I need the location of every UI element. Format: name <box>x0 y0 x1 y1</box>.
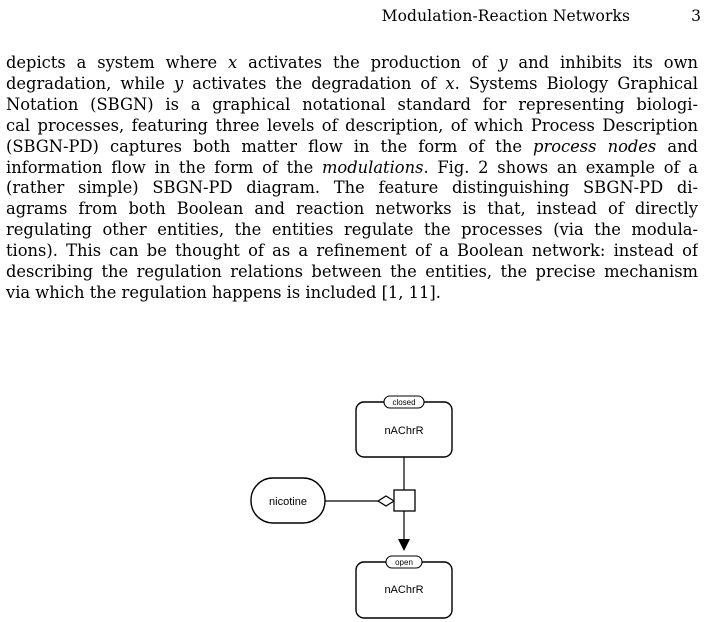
text-run: degradation, while <box>6 73 174 93</box>
text-run: Notation (SBGN) is a graphical notationa… <box>6 94 698 114</box>
bottom-state-variable <box>385 555 423 569</box>
nicotine-label: nicotine <box>269 496 307 508</box>
text-run: . Systems Biology Graphical <box>454 73 698 93</box>
italic-run: x <box>445 73 455 93</box>
italic-run: process nodes <box>533 136 657 156</box>
text-run: via which the regulation happens is incl… <box>6 282 441 302</box>
text-line: describing the regulation relations betw… <box>6 262 698 283</box>
text-line: Notation (SBGN) is a graphical notationa… <box>6 95 698 116</box>
modulation-diamond <box>376 495 396 507</box>
italic-run: y <box>174 73 184 93</box>
text-line: via which the regulation happens is incl… <box>6 283 698 304</box>
text-line: depicts a system where x activates the p… <box>6 53 698 74</box>
text-line: information flow in the form of the modu… <box>6 158 698 179</box>
text-line: tions). This can be thought of as a refi… <box>6 241 698 262</box>
text-run: cal processes, featuring three levels of… <box>6 115 698 135</box>
text-line: agrams from both Boolean and reaction ne… <box>6 199 698 220</box>
text-line: (SBGN-PD) captures both matter flow in t… <box>6 137 698 158</box>
top-state-variable <box>383 395 425 409</box>
running-title: Modulation-Reaction Networks <box>381 7 630 25</box>
bottom-node-label: nAChrR <box>384 584 423 596</box>
italic-run: x <box>228 53 238 72</box>
process-node <box>393 489 416 512</box>
text-line: cal processes, featuring three levels of… <box>6 116 698 137</box>
italic-run: y <box>498 53 508 72</box>
top-state-label: closed <box>392 398 415 407</box>
body-paragraph: depicts a system where x activates the p… <box>6 53 698 304</box>
text-run: tions). This can be thought of as a refi… <box>6 241 698 261</box>
bottom-state-label: open <box>395 558 413 567</box>
sbgn-pd-figure: closed nAChrR nicotine open nAChrR <box>0 390 705 622</box>
text-run: describing the regulation relations betw… <box>6 262 698 282</box>
text-line: degradation, while y activates the degra… <box>6 74 698 95</box>
text-run: regulating other entities, the entities … <box>6 220 698 240</box>
text-run: activates the production of <box>237 53 499 72</box>
running-head: Modulation-Reaction Networks 3 <box>0 4 705 28</box>
text-run: and inhibits its own <box>507 53 698 72</box>
text-run: activates the degradation of <box>183 73 446 93</box>
text-run: (SBGN-PD) captures both matter flow in t… <box>6 136 534 156</box>
italic-run: modulations <box>321 157 424 177</box>
nicotine-node <box>250 477 326 524</box>
text-run: . Fig. 2 shows an example of a <box>423 157 698 177</box>
text-line: (rather simple) SBGN-PD diagram. The fea… <box>6 178 698 199</box>
text-line: regulating other entities, the entities … <box>6 220 698 241</box>
text-run: information flow in the form of the <box>6 157 322 177</box>
top-node-label: nAChrR <box>384 425 423 437</box>
production-arrowhead <box>398 539 410 551</box>
text-run: depicts a system where <box>6 53 229 72</box>
sbgn-pd-diagram: closed nAChrR nicotine open nAChrR <box>250 395 453 619</box>
text-run: agrams from both Boolean and reaction ne… <box>6 199 698 219</box>
text-run: and <box>656 136 698 156</box>
text-run: (rather simple) SBGN-PD diagram. The fea… <box>6 178 698 198</box>
page-number: 3 <box>691 7 701 25</box>
